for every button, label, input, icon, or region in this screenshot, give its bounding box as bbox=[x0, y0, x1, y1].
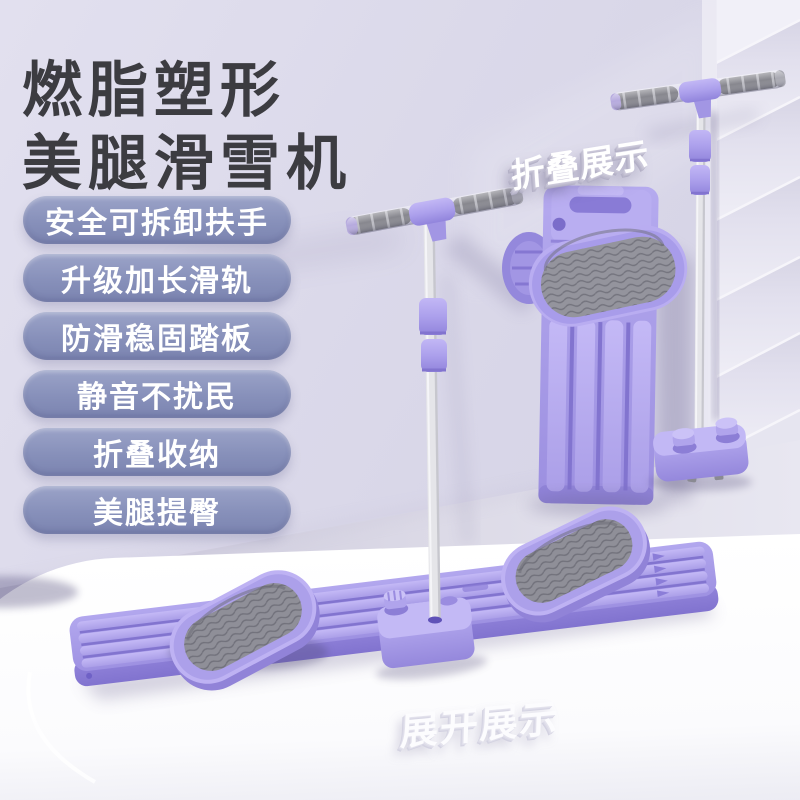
main-collars bbox=[419, 298, 447, 372]
poster-title: 燃脂塑形美腿滑雪机 bbox=[22, 54, 352, 200]
wall-light-streak bbox=[470, 10, 716, 290]
right-pedal bbox=[0, 506, 651, 623]
ski-machine-folded bbox=[502, 185, 688, 515]
hang-hole bbox=[552, 217, 566, 231]
title-line-2: 美腿滑雪机 bbox=[22, 130, 352, 198]
feature-pill-pedal: 防滑稳固踏板 bbox=[23, 312, 291, 360]
center-base bbox=[376, 589, 488, 680]
main-t-handle bbox=[345, 186, 524, 242]
feature-pill-foldable: 折叠收纳 bbox=[23, 428, 291, 476]
handle-slot bbox=[569, 196, 632, 214]
stand-t-handle bbox=[610, 70, 786, 119]
feature-pill-list: 安全可拆卸扶手 升级加长滑轨 防滑稳固踏板 静音不扰民 折叠收纳 美腿提臀 bbox=[23, 196, 291, 534]
title-line-1: 燃脂塑形 bbox=[22, 57, 286, 125]
feature-pill-legs: 美腿提臀 bbox=[23, 486, 291, 534]
stand-base bbox=[648, 417, 752, 491]
ski-machine-unfolded bbox=[0, 186, 719, 700]
staircase bbox=[702, 0, 800, 505]
left-pedal bbox=[168, 570, 328, 691]
pole-stand bbox=[610, 70, 786, 491]
feature-pill-rail: 升级加长滑轨 bbox=[23, 254, 291, 302]
stand-collars bbox=[689, 130, 711, 195]
folded-slats bbox=[546, 319, 652, 493]
main-pole bbox=[423, 221, 442, 624]
folded-foot-pad bbox=[528, 225, 688, 327]
feature-pill-handrail: 安全可拆卸扶手 bbox=[23, 196, 291, 244]
feature-pill-quiet: 静音不扰民 bbox=[23, 370, 291, 418]
